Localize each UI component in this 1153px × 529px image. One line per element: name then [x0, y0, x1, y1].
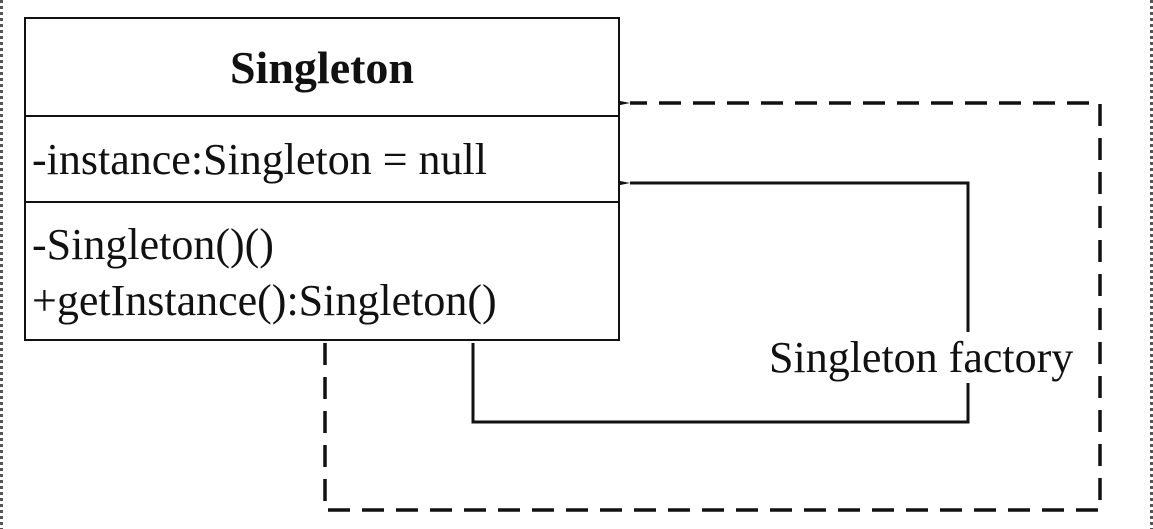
singleton-factory-label: Singleton factory [767, 332, 1076, 383]
left-frame-border [0, 0, 3, 529]
operation-get-instance: +getInstance():Singleton() [32, 276, 497, 325]
attribute-instance: -instance:Singleton = null [32, 134, 487, 184]
operation-constructor: -Singleton()() [32, 220, 274, 269]
singleton-class-box: Singleton -instance:Singleton = null -Si… [24, 17, 620, 341]
solid-association-connector [471, 174, 970, 424]
dashed-dependency-connector [323, 94, 1102, 512]
class-name: Singleton [26, 19, 618, 117]
right-frame-border [1150, 0, 1153, 529]
class-attributes: -instance:Singleton = null [26, 117, 618, 203]
class-operations: -Singleton()() +getInstance():Singleton(… [26, 203, 618, 329]
